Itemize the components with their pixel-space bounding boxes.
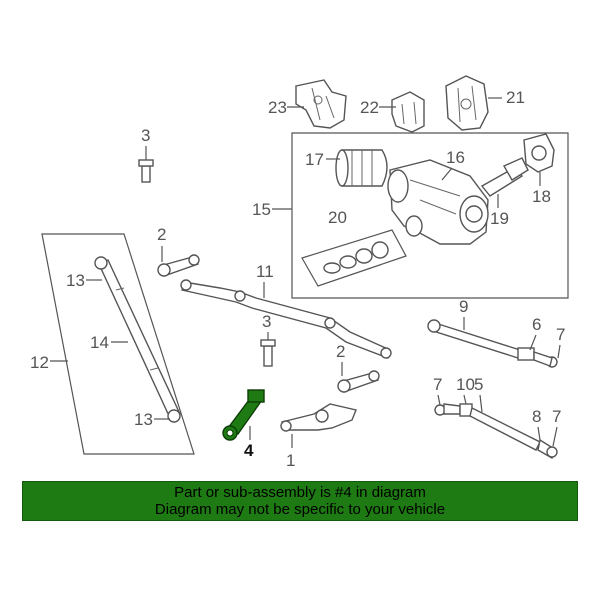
callout-17: 17	[305, 150, 324, 169]
callout-13-top: 13	[66, 271, 85, 290]
part-2-idler-arm-bottom[interactable]	[337, 370, 380, 393]
part-11-center-link[interactable]	[180, 279, 392, 359]
callout-15: 15	[252, 200, 271, 219]
callout-20: 20	[328, 208, 347, 227]
callout-4: 4	[244, 441, 254, 460]
callout-23: 23	[268, 98, 287, 117]
callout-11: 11	[256, 262, 274, 281]
part-17-bellows[interactable]	[335, 149, 388, 187]
banner-line-disclaimer: Diagram may not be specific to your vehi…	[154, 501, 446, 518]
callout-7-upper: 7	[556, 325, 565, 344]
callout-9: 9	[459, 297, 468, 316]
callout-12: 12	[30, 353, 49, 372]
callout-2-top: 2	[157, 225, 166, 244]
callout-5: 5	[474, 375, 483, 394]
part-9-tie-rod-end[interactable]	[427, 319, 558, 368]
part-22-bracket[interactable]	[391, 91, 425, 133]
callout-7-lower-right: 7	[552, 407, 561, 426]
callout-10: 10	[456, 375, 475, 394]
callout-21: 21	[506, 88, 525, 107]
part-10-tie-rod-adjuster[interactable]	[434, 403, 558, 459]
leader-7-lower-right	[552, 426, 558, 447]
leader-10	[463, 394, 467, 405]
part-21-bracket[interactable]	[445, 75, 489, 131]
callout-18: 18	[532, 187, 551, 206]
part-16-steering-gear[interactable]	[387, 159, 489, 245]
callout-14: 14	[90, 333, 109, 352]
assembly-15-box	[291, 132, 569, 299]
callout-8: 8	[532, 407, 541, 426]
part-20-seal-kit[interactable]	[301, 229, 407, 287]
part-3-bolt-top[interactable]	[138, 159, 154, 183]
callout-3-middle: 3	[262, 312, 271, 331]
part-3-bolt-middle[interactable]	[260, 339, 276, 367]
part-18-coupler[interactable]	[523, 133, 555, 173]
part-19-shaft[interactable]	[480, 157, 529, 197]
leader-5	[479, 394, 483, 413]
part-4-pitman-arm-highlighted[interactable]	[222, 389, 265, 441]
part-23-bracket[interactable]	[295, 79, 347, 129]
callout-22: 22	[360, 98, 379, 117]
leader-16	[441, 167, 453, 181]
leader-8	[537, 426, 541, 441]
callout-7-lower-left: 7	[433, 375, 442, 394]
callout-2-bottom: 2	[336, 342, 345, 361]
banner-line-part-number: Part or sub-assembly is #4 in diagram	[174, 484, 426, 501]
leader-7-upper	[557, 344, 561, 359]
part-1-steering-arm[interactable]	[280, 403, 357, 432]
callout-1: 1	[286, 451, 295, 470]
assembly-12-box	[41, 233, 195, 455]
callout-6: 6	[532, 315, 541, 334]
callout-13-bottom: 13	[134, 410, 153, 429]
callout-3-top: 3	[141, 126, 150, 145]
part-2-idler-arm-top[interactable]	[157, 254, 200, 277]
callout-16: 16	[446, 148, 465, 167]
callout-19: 19	[490, 209, 509, 228]
leader-6	[529, 334, 537, 351]
leader-7-lower-left	[437, 394, 441, 406]
part-14-drag-link[interactable]	[94, 256, 181, 423]
info-banner: Part or sub-assembly is #4 in diagram Di…	[22, 481, 578, 521]
